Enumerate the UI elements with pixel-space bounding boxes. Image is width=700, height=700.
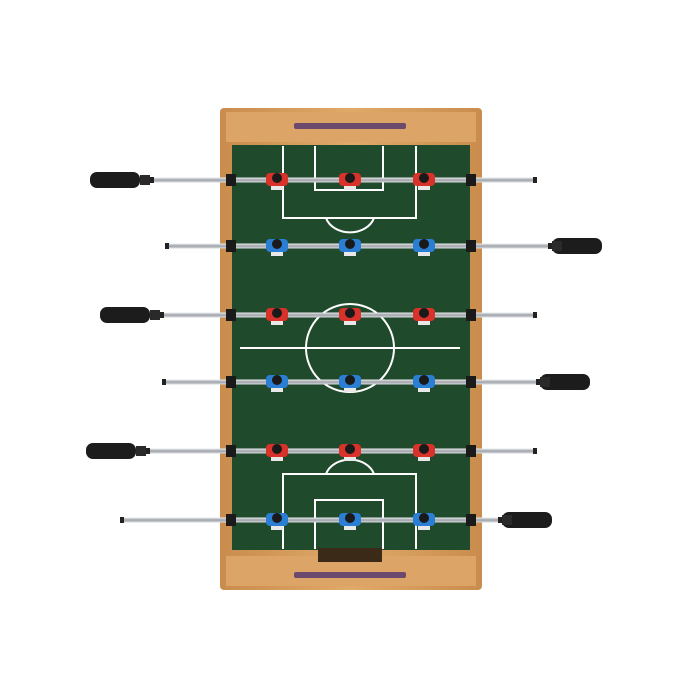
player-head (419, 308, 429, 318)
top-arc (325, 217, 375, 234)
rod-4[interactable] (162, 374, 590, 392)
player-head (345, 308, 355, 318)
red-player (266, 173, 288, 190)
rod-bearing (226, 514, 236, 526)
red-player (339, 444, 361, 461)
rod-end-cap (150, 177, 154, 183)
player-head (419, 444, 429, 454)
rod-2[interactable] (165, 238, 602, 256)
red-player (339, 308, 361, 325)
blue-player (266, 513, 288, 530)
player-head (272, 513, 282, 523)
rod-bearing (226, 445, 236, 457)
rod-end-cap (548, 243, 552, 249)
player-head (345, 239, 355, 249)
player-head (272, 173, 282, 183)
rod-bearing (226, 174, 236, 186)
player-head (419, 173, 429, 183)
handle-collar (552, 241, 562, 251)
handle-grip[interactable] (90, 172, 140, 188)
player-head (345, 375, 355, 385)
rod-shaft[interactable] (120, 517, 502, 523)
blue-player (266, 375, 288, 392)
handle-grip[interactable] (552, 238, 602, 254)
red-player (266, 444, 288, 461)
handle-grip[interactable] (100, 307, 150, 323)
blue-player (413, 375, 435, 392)
player-head (345, 173, 355, 183)
bottom-goal-pocket (318, 548, 382, 562)
rod-bearing (466, 445, 476, 457)
rod-end-cap (120, 517, 124, 523)
player-head (272, 308, 282, 318)
rod-end-cap (165, 243, 169, 249)
player-head (419, 239, 429, 249)
field-markings (240, 146, 460, 549)
handle-collar (150, 310, 160, 320)
blue-player (339, 239, 361, 256)
player-head (272, 239, 282, 249)
rod-end-cap (536, 379, 540, 385)
player-head (272, 444, 282, 454)
rod-bearing (226, 376, 236, 388)
rod-bearing (226, 309, 236, 321)
player-head (419, 513, 429, 523)
rod-end-cap (160, 312, 164, 318)
rod-bearing (466, 240, 476, 252)
rod-6[interactable] (120, 512, 552, 530)
rod-end-cap (146, 448, 150, 454)
handle-grip[interactable] (86, 443, 136, 459)
rod-bearing (466, 514, 476, 526)
blue-player (339, 513, 361, 530)
bottom-score-bar (294, 572, 406, 578)
red-player (339, 173, 361, 190)
rod-1[interactable] (90, 172, 537, 190)
player-head (419, 375, 429, 385)
bottom-penalty-box (282, 473, 417, 549)
handle-collar (540, 377, 550, 387)
rod-end-cap (162, 379, 166, 385)
rod-bearing (226, 240, 236, 252)
handle-collar (136, 446, 146, 456)
rod-end-cap (533, 312, 537, 318)
handle-grip[interactable] (502, 512, 552, 528)
rod-end-cap (533, 177, 537, 183)
red-player (266, 308, 288, 325)
blue-player (413, 239, 435, 256)
bottom-goal-box (314, 499, 384, 549)
red-player (413, 173, 435, 190)
rod-end-cap (533, 448, 537, 454)
player-head (272, 375, 282, 385)
blue-player (266, 239, 288, 256)
handle-collar (502, 515, 512, 525)
rod-bearing (466, 309, 476, 321)
blue-player (413, 513, 435, 530)
player-head (345, 513, 355, 523)
blue-player (339, 375, 361, 392)
rod-5[interactable] (86, 443, 537, 461)
rod-bearing (466, 376, 476, 388)
top-score-bar (294, 123, 406, 129)
player-head (345, 444, 355, 454)
red-player (413, 444, 435, 461)
handle-collar (140, 175, 150, 185)
rod-bearing (466, 174, 476, 186)
rod-3[interactable] (100, 307, 537, 325)
rod-end-cap (498, 517, 502, 523)
red-player (413, 308, 435, 325)
handle-grip[interactable] (540, 374, 590, 390)
